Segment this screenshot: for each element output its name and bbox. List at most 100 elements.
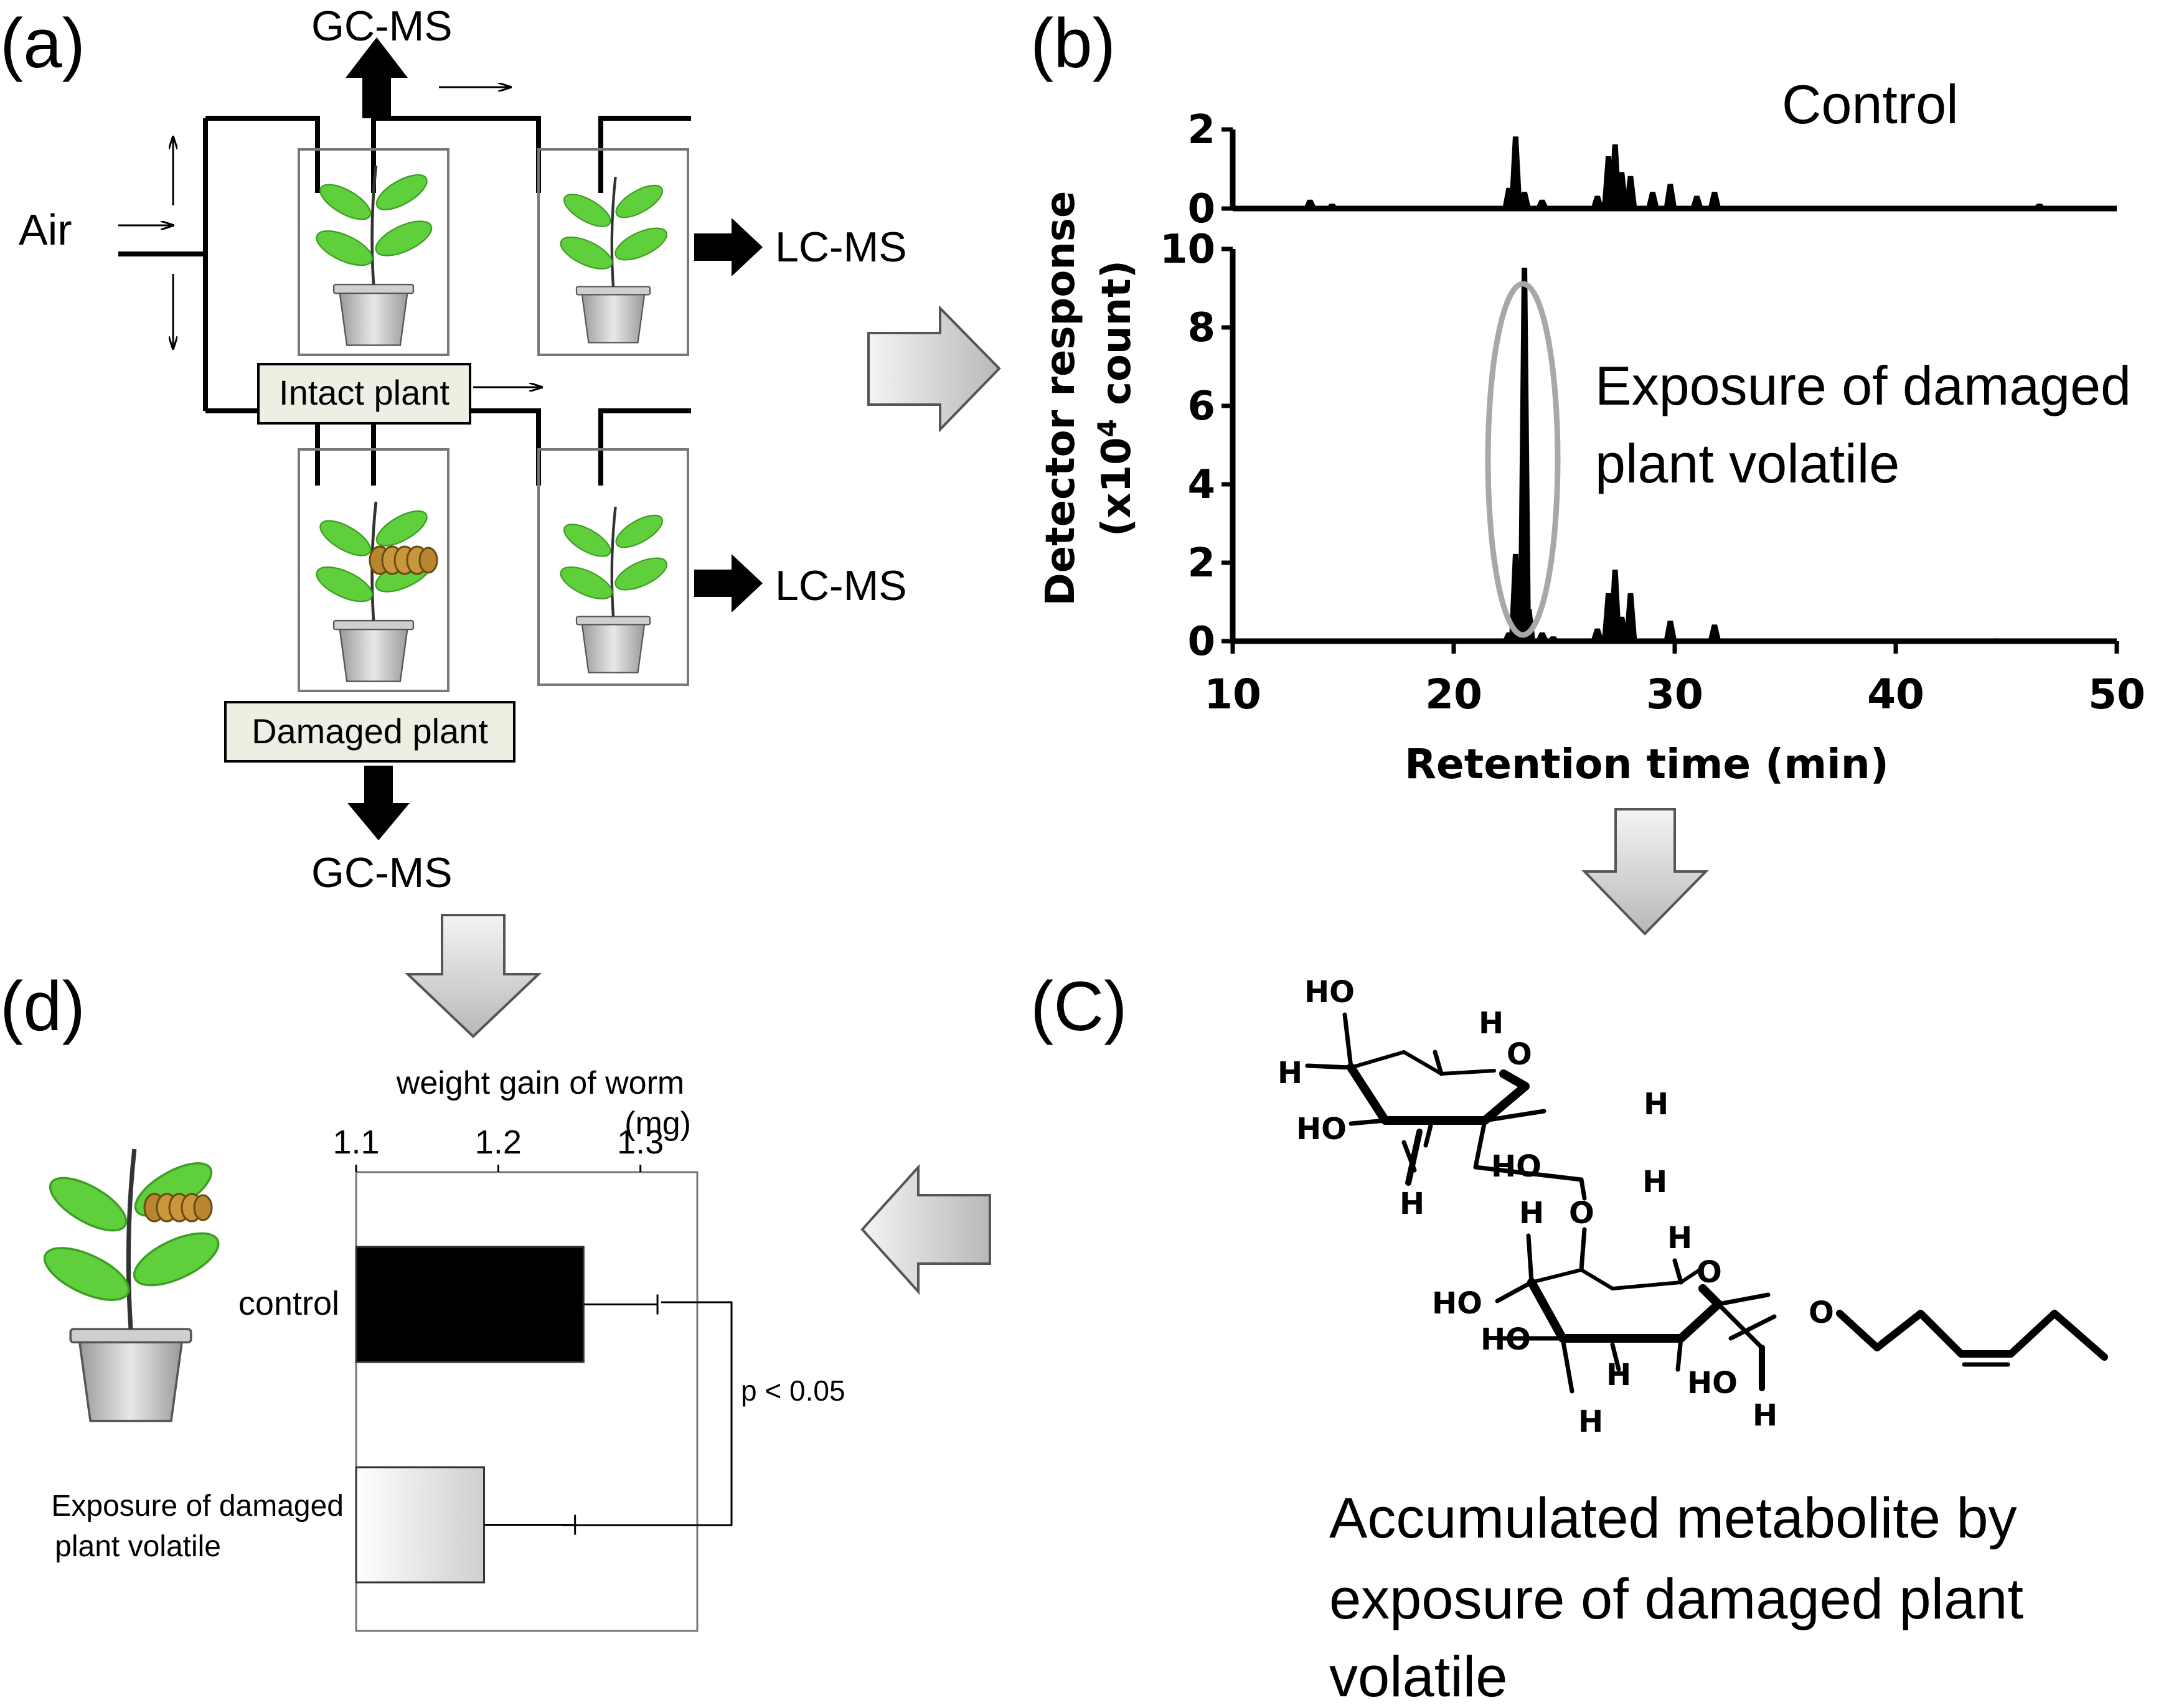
- chromatogram-peak: [1708, 624, 1721, 642]
- bar: [355, 1246, 585, 1363]
- structure-atom-labels: HO H O H H HO H HO O H H O O HO HO H HO …: [1278, 975, 1834, 1439]
- x-tick-label: 1.2: [475, 1124, 522, 1161]
- chromatogram-peak: [1535, 199, 1550, 210]
- c-caption-line1: Accumulated metabolite by: [1329, 1487, 2017, 1550]
- lcms-bottom-label: LC-MS: [775, 562, 907, 609]
- panel-a: (a) Air: [0, 2, 907, 896]
- air-label: Air: [19, 205, 72, 254]
- chromatogram-peak: [1615, 172, 1629, 210]
- intact-plant-box: [257, 363, 471, 425]
- b-ylabel-line2: (x104 count): [1092, 260, 1140, 537]
- x-tick-label: 1.3: [617, 1124, 664, 1161]
- gcms-top-label: GC-MS: [311, 2, 453, 50]
- arrow-a-to-b: [867, 305, 1001, 433]
- receiver-plant-icon: [556, 507, 671, 672]
- plant-with-worm-icon: [37, 1149, 226, 1421]
- chromatogram-peak: [1645, 192, 1660, 210]
- panel-b-label: (b): [1030, 4, 1116, 82]
- chromatogram-peak: [1518, 268, 1532, 642]
- intact-plant-icon: [312, 166, 436, 345]
- atom-label: O: [1569, 1196, 1594, 1231]
- atom-label: HO: [1432, 1286, 1482, 1321]
- panel-c-label: (C): [1030, 967, 1127, 1045]
- atom-label: O: [1809, 1295, 1834, 1330]
- panel-c: (C): [1030, 967, 2108, 1705]
- chromatogram-peak: [1302, 199, 1317, 210]
- chromatogram-peak: [1324, 204, 1340, 210]
- b-xlabel: Retention time (min): [1405, 740, 1889, 788]
- bar: [355, 1466, 485, 1584]
- transition-arrows: [405, 305, 1709, 1295]
- x-tick-label: 1.1: [332, 1124, 379, 1161]
- receiver-plant-icon: [556, 177, 671, 342]
- chromatogram-peak: [2031, 204, 2048, 210]
- significance-bracket: [562, 1301, 733, 1526]
- damaged-plant-label: Damaged plant: [252, 712, 488, 751]
- worm-icon: [369, 545, 438, 575]
- d-row-exposure-line2: plant volatile: [55, 1530, 221, 1563]
- atom-label: HO: [1296, 1112, 1347, 1147]
- arrow-c-to-d: [860, 1163, 991, 1295]
- y-tick-label: 4: [1187, 462, 1215, 508]
- chromatogram-peak: [1509, 136, 1522, 210]
- x-tick-label: 40: [1867, 670, 1924, 718]
- chambers: [298, 148, 689, 692]
- plot-frame: [355, 1171, 699, 1632]
- glycoside-structure: [1305, 1012, 2108, 1394]
- c-caption-line2: exposure of damaged plant: [1329, 1567, 2023, 1631]
- chromatogram-peak: [1590, 628, 1604, 642]
- intact-plant-label: Intact plant: [279, 373, 450, 412]
- atom-label: H: [1400, 1186, 1424, 1221]
- y-tick-label: 0: [1187, 186, 1215, 232]
- atom-label: HO: [1304, 975, 1355, 1010]
- chromatogram-peak: [1545, 636, 1561, 642]
- atom-label: HO: [1480, 1322, 1531, 1357]
- worm-icon: [143, 1193, 213, 1223]
- atom-label: H: [1753, 1398, 1777, 1433]
- chromatogram-peak: [1624, 176, 1637, 210]
- d-row-exposure-line1: Exposure of damaged: [51, 1490, 344, 1523]
- exposure-label-line2: plant volatile: [1595, 433, 1899, 494]
- chromatogram-peak: [1624, 593, 1637, 642]
- block-arrows: [346, 37, 763, 840]
- b-ylabel-line1: Detector response: [1038, 191, 1084, 606]
- chromatogram-peak: [1664, 621, 1677, 642]
- x-tick-label: 20: [1425, 670, 1482, 718]
- y-tick-label: 10: [1160, 227, 1215, 273]
- air-tubing: [118, 116, 691, 486]
- atom-label: HO: [1491, 1149, 1542, 1184]
- chromatogram-peak: [1664, 184, 1677, 210]
- c-caption-line3: volatile: [1329, 1645, 1507, 1705]
- atom-label: O: [1507, 1037, 1532, 1072]
- panel-d: (d) weight gain of worm (mg) control Exp…: [0, 967, 845, 1632]
- chromatogram-peak: [1708, 192, 1721, 210]
- bar-chart: 1.1 1.2 1.3: [332, 1124, 699, 1632]
- chromatogram-peak: [1517, 192, 1532, 210]
- lcms-top-label: LC-MS: [775, 223, 907, 271]
- atom-label: HO: [1687, 1366, 1738, 1401]
- panel-d-label: (d): [0, 967, 85, 1045]
- control-label: Control: [1782, 73, 1959, 135]
- atom-label: H: [1519, 1196, 1544, 1231]
- chromatogram-peak: [1590, 195, 1604, 210]
- atom-label: H: [1278, 1056, 1302, 1091]
- exposure-label-line1: Exposure of damaged: [1595, 355, 2131, 416]
- y-tick-label: 2: [1187, 107, 1215, 153]
- y-tick-label: 0: [1187, 619, 1215, 665]
- atom-label: H: [1642, 1165, 1667, 1200]
- x-tick-label: 30: [1646, 670, 1703, 718]
- y-tick-label: 8: [1187, 305, 1215, 351]
- atom-label: O: [1697, 1255, 1722, 1290]
- damaged-plant-icon: [312, 502, 436, 682]
- atom-label: H: [1479, 1006, 1504, 1041]
- arrow-b-to-c: [1581, 808, 1709, 936]
- atom-label: H: [1606, 1358, 1631, 1393]
- atom-label: H: [1667, 1221, 1692, 1256]
- highlight-ellipse: [1485, 281, 1561, 638]
- panel-b: (b) Control Exposure of damaged plant vo…: [1030, 4, 2145, 788]
- x-tick-label: 10: [1204, 670, 1261, 718]
- atom-label: H: [1578, 1404, 1603, 1439]
- d-axis-title-line2: (mg): [624, 1106, 691, 1142]
